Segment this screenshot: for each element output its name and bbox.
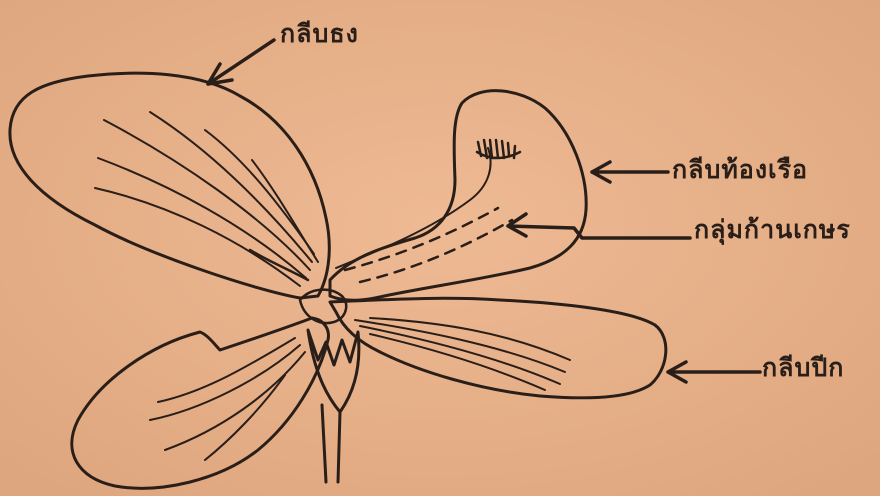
label-stamen-group: กลุ่มก้านเกษร xyxy=(694,210,851,250)
label-keel-petal: กลีบท้องเรือ xyxy=(672,150,808,190)
label-standard-petal: กลีบธง xyxy=(280,14,359,54)
label-wing-petal: กลีบปีก xyxy=(762,348,844,388)
